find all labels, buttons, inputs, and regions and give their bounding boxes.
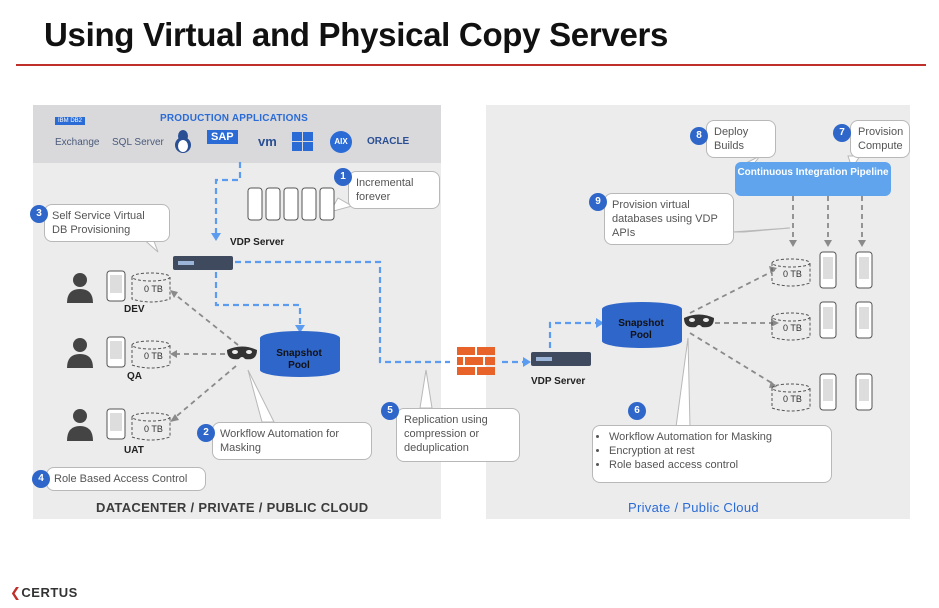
remote-snapshot-pool-icon xyxy=(602,302,682,348)
step-badge-7: 7 xyxy=(833,124,851,142)
snapshot-pool-icon xyxy=(260,331,340,377)
remote-vdp-to-pool-line xyxy=(548,321,598,348)
device-column xyxy=(819,251,873,411)
snapshot-pool-label: Snapshot Pool xyxy=(276,348,322,371)
callout-cloud-security: Workflow Automation for Masking Encrypti… xyxy=(592,425,832,483)
device-icon xyxy=(106,270,126,302)
app-exchange: Exchange xyxy=(55,137,100,148)
app-oracle: ORACLE xyxy=(367,136,410,147)
callout-self-service: Self Service Virtual DB Provisioning xyxy=(44,204,170,242)
firewall-icon xyxy=(457,347,495,375)
dev-label: DEV xyxy=(124,304,145,315)
uat-label: UAT xyxy=(124,445,144,456)
cloud-tb-label-1: 0 TB xyxy=(783,269,802,279)
virtual-db-icon xyxy=(131,340,171,369)
callout-provision-vdb: Provision virtual databases using VDP AP… xyxy=(604,193,734,245)
app-sap: SAP xyxy=(207,130,238,144)
callout-deploy-builds: Deploy Builds xyxy=(706,120,776,158)
certus-logo-text: CERTUS xyxy=(21,585,78,600)
slide-title: Using Virtual and Physical Copy Servers xyxy=(44,16,669,53)
callout-rbac: Role Based Access Control xyxy=(46,467,206,491)
cloud-tb-label-3: 0 TB xyxy=(783,394,802,404)
vdp-server-label: VDP Server xyxy=(230,237,285,248)
virtual-db-icon xyxy=(771,383,811,412)
cloud-tb-label-2: 0 TB xyxy=(783,323,802,333)
device-icon xyxy=(106,408,126,440)
user-icon xyxy=(67,273,93,303)
windows-icon xyxy=(292,132,313,151)
remote-vdp-server-icon xyxy=(531,352,591,366)
callout-workflow-masking: Workflow Automation for Masking xyxy=(212,422,372,460)
step-badge-3: 3 xyxy=(30,205,48,223)
user-icon xyxy=(67,338,93,368)
virtual-db-icon xyxy=(131,412,171,441)
ci-pipeline: Continuous Integration Pipeline xyxy=(735,162,891,196)
certus-logo: ❮CERTUS xyxy=(10,585,78,601)
callout-provision-compute: Provision Compute xyxy=(850,120,910,158)
step-badge-5: 5 xyxy=(381,402,399,420)
step-badge-8: 8 xyxy=(690,127,708,145)
step-badge-9: 9 xyxy=(589,193,607,211)
cloud-footer: Private / Public Cloud xyxy=(628,500,759,515)
app-sql-server: SQL Server xyxy=(112,137,164,148)
certus-logo-mark: ❮ xyxy=(10,585,22,600)
user-icon xyxy=(67,409,93,441)
title-rule xyxy=(16,64,926,66)
app-ibm-db2: IBM DB2 xyxy=(55,117,86,125)
remote-snapshot-pool-label: Snapshot Pool xyxy=(618,318,664,341)
uat-tb-label: 0 TB xyxy=(144,424,163,434)
callout-incremental: Incremental forever xyxy=(348,171,440,209)
production-title: PRODUCTION APPLICATIONS xyxy=(160,113,308,124)
app-vm: vm xyxy=(258,134,277,149)
vdp-server-icon xyxy=(173,256,233,270)
callout-replication: Replication using compression or dedupli… xyxy=(396,408,520,462)
bullet-item: Workflow Automation for Masking xyxy=(609,430,824,444)
bullet-item: Role based access control xyxy=(609,458,824,472)
step-badge-2: 2 xyxy=(197,424,215,442)
bullet-item: Encryption at rest xyxy=(609,444,824,458)
mask-icon xyxy=(227,346,257,360)
server-rack-icon xyxy=(247,187,335,221)
step-badge-6: 6 xyxy=(628,402,646,420)
virtual-db-icon xyxy=(131,272,171,303)
virtual-db-icon xyxy=(771,312,811,341)
step-badge-4: 4 xyxy=(32,470,50,488)
vdp-to-pool-line xyxy=(214,272,302,327)
qa-label: QA xyxy=(127,371,142,382)
step-badge-1: 1 xyxy=(334,168,352,186)
datacenter-footer: DATACENTER / PRIVATE / PUBLIC CLOUD xyxy=(96,500,369,515)
mask-icon xyxy=(684,314,714,328)
qa-tb-label: 0 TB xyxy=(144,351,163,361)
linux-icon xyxy=(175,130,191,153)
dev-tb-label: 0 TB xyxy=(144,284,163,294)
virtual-db-icon xyxy=(771,258,811,287)
prod-to-vdp-line xyxy=(214,162,242,235)
device-icon xyxy=(106,336,126,368)
vdp-replication-line xyxy=(235,260,450,364)
remote-vdp-server-label: VDP Server xyxy=(531,376,586,387)
app-aix: AIX xyxy=(330,131,352,153)
